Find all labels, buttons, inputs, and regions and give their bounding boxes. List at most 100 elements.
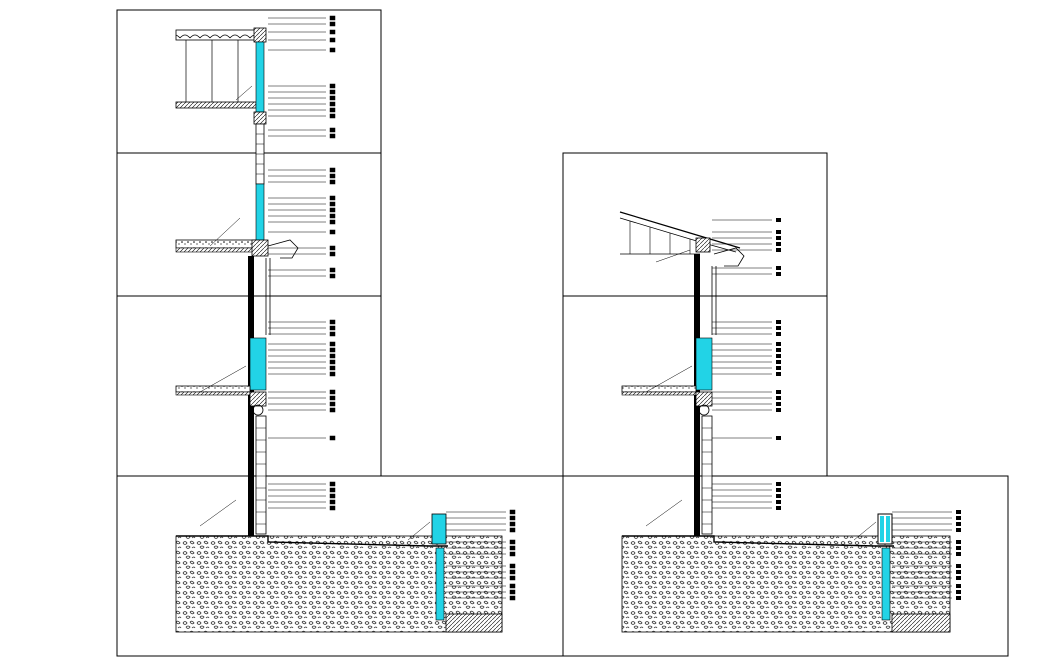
floor-slab-lower	[175, 385, 251, 393]
label-marker	[329, 179, 336, 185]
label-marker	[329, 401, 336, 407]
label-marker	[956, 576, 961, 580]
left-label-column	[268, 15, 516, 601]
label-marker	[509, 595, 516, 601]
label-marker	[329, 389, 336, 395]
label-marker	[956, 522, 961, 526]
label-marker	[329, 273, 336, 279]
label-marker	[776, 230, 781, 234]
label-marker	[509, 575, 516, 581]
label-marker	[776, 396, 781, 400]
label-marker	[956, 590, 961, 594]
label-marker	[329, 15, 336, 21]
label-marker	[509, 521, 516, 527]
label-marker	[329, 505, 336, 511]
label-marker	[329, 89, 336, 95]
label-marker	[329, 251, 336, 257]
label-marker	[776, 436, 781, 440]
label-marker	[776, 332, 781, 336]
label-marker	[329, 133, 336, 139]
retaining-glazing-left	[431, 513, 447, 545]
label-marker	[329, 101, 336, 107]
label-marker	[956, 552, 961, 556]
label-marker	[956, 516, 961, 520]
roof-beam	[253, 27, 267, 43]
label-marker	[329, 195, 336, 201]
label-marker	[329, 499, 336, 505]
label-marker	[956, 596, 961, 600]
label-marker	[776, 354, 781, 358]
label-marker	[776, 408, 781, 412]
label-marker	[329, 267, 336, 273]
second-glazing	[255, 183, 265, 241]
ceiling-slab	[175, 101, 257, 109]
label-marker	[509, 515, 516, 521]
label-marker	[776, 236, 781, 240]
label-marker	[329, 481, 336, 487]
label-marker	[329, 341, 336, 347]
leader-lines-right	[645, 249, 877, 541]
label-marker	[956, 570, 961, 574]
label-marker	[329, 229, 336, 235]
label-marker	[329, 107, 336, 113]
glazing-right	[695, 337, 713, 391]
label-marker	[329, 47, 336, 53]
ground-line-right	[622, 535, 894, 547]
roof-tiles	[175, 29, 257, 41]
label-marker	[329, 201, 336, 207]
window-sill-block	[253, 111, 267, 125]
floor-slab-right	[621, 385, 697, 393]
label-marker	[329, 331, 336, 337]
label-marker	[776, 248, 781, 252]
label-marker	[329, 487, 336, 493]
label-marker	[329, 319, 336, 325]
label-marker	[329, 173, 336, 179]
label-marker	[329, 407, 336, 413]
label-marker	[776, 506, 781, 510]
label-marker	[329, 207, 336, 213]
label-marker	[329, 37, 336, 43]
label-marker	[956, 528, 961, 532]
label-marker	[509, 539, 516, 545]
label-marker	[329, 167, 336, 173]
label-marker	[776, 320, 781, 324]
label-marker	[776, 494, 781, 498]
label-marker	[509, 583, 516, 589]
label-marker	[329, 95, 336, 101]
label-marker	[509, 563, 516, 569]
label-marker	[776, 326, 781, 330]
label-marker	[776, 488, 781, 492]
label-marker	[776, 372, 781, 376]
label-marker	[776, 242, 781, 246]
label-marker	[329, 493, 336, 499]
right-section	[619, 211, 951, 633]
label-marker	[956, 540, 961, 544]
label-marker	[509, 551, 516, 557]
left-section	[175, 27, 503, 633]
label-marker	[776, 266, 781, 270]
label-marker	[329, 83, 336, 89]
label-marker	[956, 510, 961, 514]
lower-glazing	[249, 337, 267, 391]
label-marker	[776, 402, 781, 406]
label-marker	[776, 218, 781, 222]
label-marker	[329, 359, 336, 365]
retaining-wall-left	[435, 547, 445, 621]
floor-slab-upper	[175, 239, 257, 249]
label-marker	[329, 353, 336, 359]
ring-beam-right	[695, 391, 713, 407]
label-marker	[509, 545, 516, 551]
label-marker	[329, 365, 336, 371]
footing-right	[891, 613, 951, 633]
roof-beam-right	[695, 237, 711, 253]
label-marker	[776, 500, 781, 504]
label-marker	[776, 348, 781, 352]
label-marker	[509, 569, 516, 575]
label-marker	[329, 21, 336, 27]
label-marker	[776, 390, 781, 394]
sloped-roof	[619, 211, 741, 249]
label-marker	[329, 29, 336, 35]
retaining-wall-right	[881, 547, 891, 621]
